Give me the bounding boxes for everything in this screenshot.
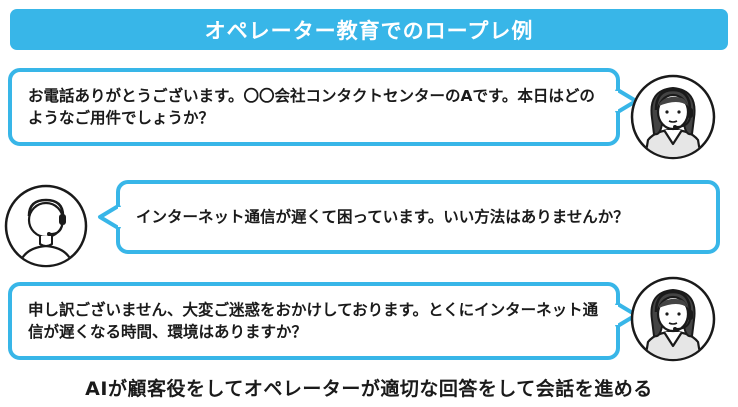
- title-text: オペレーター教育でのロープレ例: [204, 18, 534, 43]
- customer-speech-bubble: インターネット通信が遅くて困っています。いい方法はありませんか？: [116, 180, 720, 254]
- operator-headset-avatar-icon: [630, 276, 716, 362]
- message-text: インターネット通信が遅くて困っています。いい方法はありませんか？: [136, 207, 629, 226]
- operator-speech-bubble-1: お電話ありがとうございます。〇〇会社コンタクトセンターのAです。本日はどのような…: [8, 68, 620, 146]
- message-text: 申し訳ございません、大変ご迷惑をおかけしております。とくにインターネット通信が遅…: [28, 300, 599, 341]
- customer-headset-avatar-icon: [4, 184, 88, 268]
- message-text: お電話ありがとうございます。〇〇会社コンタクトセンターのAです。本日はどのような…: [28, 86, 595, 127]
- operator-headset-avatar-icon: [630, 74, 716, 160]
- title-banner: オペレーター教育でのロープレ例: [10, 9, 728, 50]
- bubble-tail-icon: [98, 203, 123, 231]
- operator-speech-bubble-2: 申し訳ございません、大変ご迷惑をおかけしております。とくにインターネット通信が遅…: [8, 282, 620, 360]
- caption-text: AIが顧客役をしてオペレーターが適切な回答をして会話を進める: [85, 378, 653, 400]
